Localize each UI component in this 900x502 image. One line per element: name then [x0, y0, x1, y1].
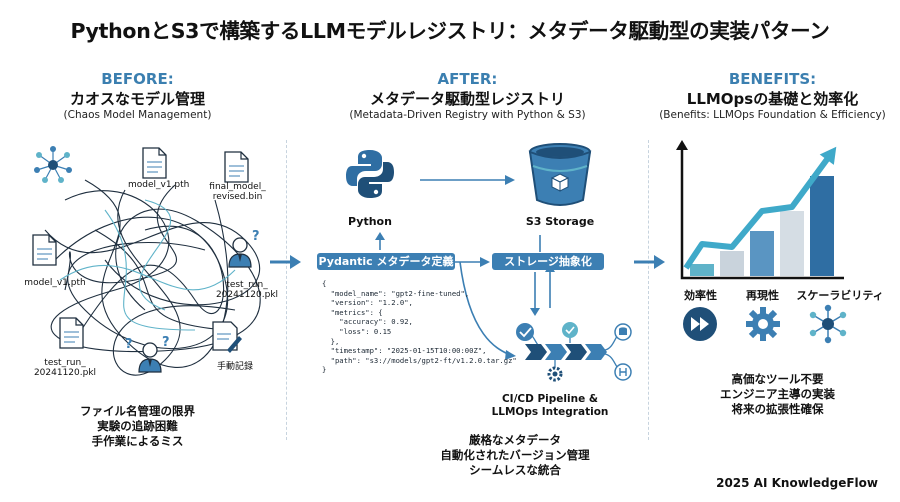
benefits-header: BENEFITS: LLMOpsの基礎と効率化 (Benefits: LLMOp…	[650, 70, 895, 121]
after-header: AFTER: メタデータ駆動型レジストリ (Metadata-Driven Re…	[305, 70, 630, 121]
growth-chart	[676, 140, 844, 280]
problem-item: 実験の追跡困難	[97, 419, 178, 433]
tangled-lines-teal	[59, 199, 236, 331]
network-icon	[34, 146, 72, 183]
svg-text:?: ?	[162, 335, 170, 350]
benefits-subtitle-en: (Benefits: LLMOps Foundation & Efficienc…	[659, 109, 886, 121]
metadata-json: { "model_name": "gpt2-fine-tuned", "vers…	[322, 279, 517, 375]
file-icon	[32, 234, 57, 266]
manual-note-icon	[212, 321, 242, 353]
storage-pill: ストレージ抽象化	[492, 253, 604, 270]
network-scale-icon	[809, 304, 847, 344]
result-item: エンジニア主導の実装	[720, 387, 835, 401]
cicd-label: CI/CD Pipeline & LLMOps Integration	[491, 393, 609, 418]
python-logo-icon	[346, 150, 394, 198]
file-label: test_run_ 20241120.pkl	[33, 358, 97, 378]
after-connectors	[375, 175, 555, 360]
confused-person-icon: ? ?	[125, 335, 170, 373]
after-subtitle: メタデータ駆動型レジストリ	[369, 90, 565, 108]
chart-bar	[720, 251, 744, 276]
after-heading: AFTER:	[437, 70, 498, 88]
problem-item: ファイル名管理の限界	[80, 404, 195, 418]
fast-forward-icon	[683, 307, 717, 341]
tangled-lines	[44, 179, 261, 376]
footer-credit: 2025 AI KnowledgeFlow	[716, 476, 878, 490]
benefits-subtitle: LLMOpsの基礎と効率化	[686, 90, 859, 108]
file-label: model_v1.pth	[128, 180, 190, 190]
svg-text:?: ?	[125, 337, 133, 352]
benefit-label-efficiency: 効率性	[684, 289, 717, 302]
before-problems: ファイル名管理の限界 実験の追跡困難 手作業によるミス	[10, 404, 265, 449]
after-features: 厳格なメタデータ 自動化されたバージョン管理 シームレスな統合	[430, 433, 600, 478]
svg-text:?: ?	[252, 229, 260, 244]
chaos-illustration: ? ? ?	[32, 146, 261, 376]
file-icon	[142, 147, 167, 179]
result-item: 将来の拡張性確保	[731, 402, 824, 416]
cicd-pipeline-icon	[516, 322, 632, 382]
transition-arrow-icon	[634, 255, 665, 269]
chart-bar	[750, 231, 774, 276]
after-subtitle-en: (Metadata-Driven Registry with Python & …	[349, 109, 586, 121]
confused-person-icon: ?	[228, 229, 260, 268]
benefit-label-reproducibility: 再現性	[746, 289, 779, 302]
file-label: 手動記録	[216, 362, 253, 372]
result-item: 高価なツール不要	[731, 372, 824, 386]
file-label: model_v1.pth	[24, 278, 86, 288]
feature-item: 自動化されたバージョン管理	[440, 448, 590, 462]
metadata-code-block: { "model_name": "gpt2-fine-tuned", "vers…	[322, 279, 517, 375]
benefit-results: 高価なツール不要 エンジニア主導の実装 将来の拡張性確保	[665, 372, 890, 417]
gear-icon	[746, 307, 780, 341]
python-label: Python	[348, 215, 392, 228]
file-icon	[59, 317, 84, 349]
before-header: BEFORE: カオスなモデル管理 (Chaos Model Managemen…	[10, 70, 265, 121]
before-subtitle: カオスなモデル管理	[69, 90, 205, 108]
before-heading: BEFORE:	[101, 70, 174, 88]
benefit-label-scalability: スケーラビリティ	[796, 289, 884, 302]
feature-item: シームレスな統合	[469, 463, 561, 477]
file-icon	[224, 151, 249, 183]
page-title: PythonとS3で構築するLLMモデルレジストリ：メタデータ駆動型の実装パター…	[70, 19, 830, 43]
divider-right	[648, 140, 649, 440]
transition-arrow-icon	[270, 255, 301, 269]
chart-bar	[810, 176, 834, 276]
trend-arrow	[683, 156, 831, 270]
trend-arrow-head	[819, 146, 837, 165]
file-label: test_run_ 20241120.pkl	[215, 280, 279, 300]
chart-axes	[680, 144, 844, 280]
s3-bucket-icon	[528, 143, 592, 206]
s3-label: S3 Storage	[525, 215, 595, 228]
feature-item: 厳格なメタデータ	[469, 433, 561, 447]
chart-bar	[780, 211, 804, 276]
divider-left	[286, 140, 287, 440]
benefits-heading: BENEFITS:	[728, 70, 817, 88]
problem-item: 手作業によるミス	[91, 434, 184, 448]
file-label: final_model_ revised.bin	[209, 182, 266, 202]
pydantic-pill: Pydantic メタデータ定義	[317, 253, 455, 270]
before-subtitle-en: (Chaos Model Management)	[63, 109, 212, 121]
chart-bars	[690, 176, 834, 276]
chart-bar	[690, 264, 714, 276]
